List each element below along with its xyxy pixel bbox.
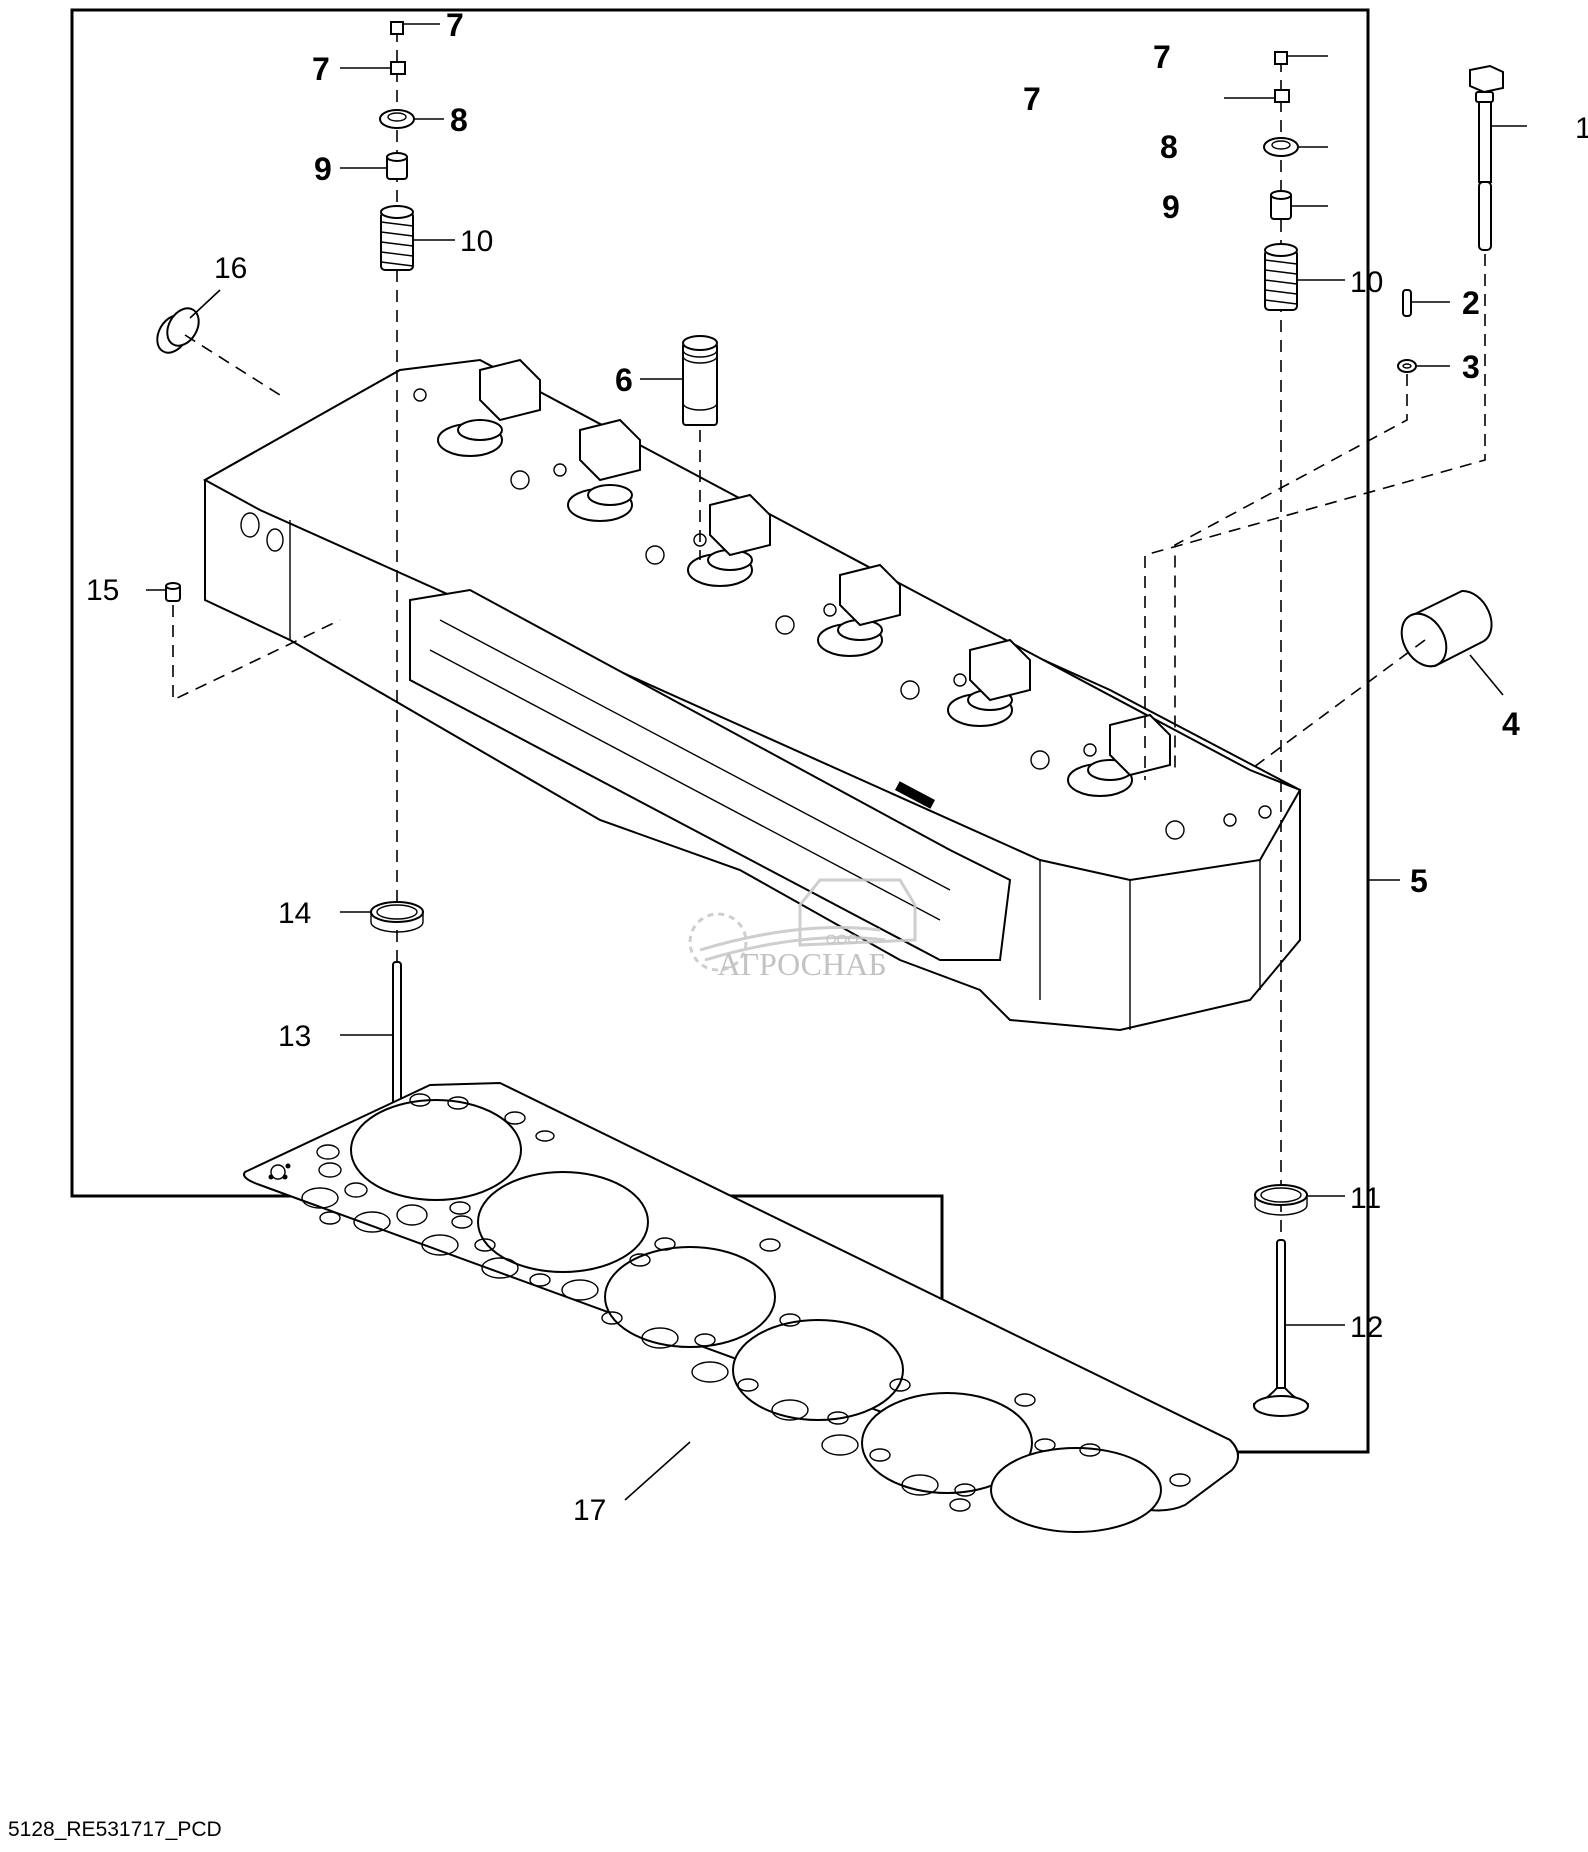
- part-number-plate: [894, 781, 936, 809]
- expansion-plug-icon: [156, 307, 281, 396]
- callout-14: 14: [278, 897, 311, 930]
- valve-spring-icon: [1264, 243, 1298, 311]
- callout-7: 7: [312, 51, 330, 87]
- valve-keeper-icon: [390, 61, 406, 75]
- gasket-orientation-mark-icon: [268, 1163, 291, 1180]
- watermark-logo: ООО АГРОСНАБ: [688, 878, 917, 982]
- dowel-pin-icon: [1402, 289, 1412, 317]
- callout-12: 12: [1350, 1311, 1383, 1344]
- valve-keeper-icon: [1274, 89, 1290, 103]
- watermark-company-form: ООО: [826, 931, 859, 947]
- valve-spring-icon: [380, 205, 414, 271]
- cylinder-head: [202, 358, 1302, 1032]
- valve-seal-icon: [370, 901, 424, 933]
- right-valve-stack: [1252, 51, 1310, 1417]
- gasket-bores: [350, 1099, 1162, 1533]
- callout-10: 10: [460, 225, 493, 258]
- callout-5: 5: [1410, 863, 1428, 899]
- injector-sleeve-icon: [682, 335, 718, 560]
- watermark-company-name: АГРОСНАБ: [717, 946, 886, 982]
- callout-labels: 7 7 8 9 10 16 15 6 14 13 7 7 8 9 10 11 1…: [86, 7, 1588, 1527]
- callout-10: 10: [1350, 266, 1383, 299]
- valve-seal-icon: [1254, 1184, 1308, 1216]
- callout-13: 13: [278, 1020, 311, 1053]
- callout-17: 17: [573, 1494, 606, 1527]
- head-bolt-icon: [1144, 64, 1504, 780]
- callout-1: 1: [1575, 112, 1588, 145]
- callout-9: 9: [1162, 189, 1180, 225]
- callout-11: 11: [1350, 1182, 1381, 1215]
- callout-15: 15: [86, 574, 119, 607]
- callout-9: 9: [314, 151, 332, 187]
- callout-4: 4: [1502, 706, 1520, 742]
- callout-6: 6: [615, 362, 633, 398]
- valve-bosses: [413, 358, 1272, 840]
- callout-8: 8: [450, 102, 468, 138]
- callout-3: 3: [1462, 349, 1480, 385]
- valve-keeper-icon: [390, 21, 404, 35]
- callout-2: 2: [1462, 285, 1480, 321]
- callout-7: 7: [1153, 39, 1171, 75]
- valve-keeper-icon: [1274, 51, 1288, 65]
- exhaust-valve-icon: [1252, 1239, 1310, 1417]
- sleeve-bushing-icon: [1249, 589, 1493, 771]
- callout-8: 8: [1160, 129, 1178, 165]
- pipe-plug-icon: [165, 582, 341, 702]
- head-gasket: [243, 1081, 1239, 1533]
- callout-7: 7: [1023, 81, 1041, 117]
- callout-16: 16: [214, 252, 247, 285]
- leader-lines: [146, 23, 1527, 1501]
- drawing-code: 5128_RE531717_PCD: [8, 1818, 222, 1841]
- callout-7: 7: [446, 7, 464, 43]
- washer-icon: [1174, 359, 1417, 770]
- gasket-water-holes: [301, 1093, 1191, 1512]
